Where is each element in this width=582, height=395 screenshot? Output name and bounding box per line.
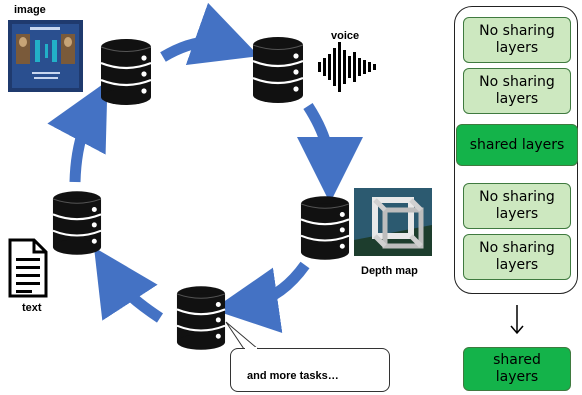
- text-label: text: [22, 302, 42, 314]
- arrow-depth-to-more: [212, 261, 310, 333]
- no-sharing-layers-box: No sharing layers: [463, 183, 571, 229]
- arrow-text-to-image: [47, 80, 108, 183]
- arrow-more-to-text: [94, 247, 164, 323]
- no-sharing-layers-box: No sharing layers: [463, 17, 571, 63]
- voice-label: voice: [331, 30, 360, 42]
- arrow-image-to-voice: [160, 2, 260, 66]
- arrow-voice-to-depth: [296, 103, 363, 203]
- document-icon: [8, 238, 48, 298]
- no-sharing-layers-box: No sharing layers: [463, 68, 571, 114]
- down-arrow-icon: [510, 305, 524, 335]
- shared-layers-output-box: shared layers: [463, 347, 571, 391]
- waveform-icon: [318, 42, 376, 92]
- image-thumbnail: [8, 20, 83, 92]
- more-tasks-label: and more tasks…: [247, 370, 339, 382]
- no-sharing-layers-box: No sharing layers: [463, 234, 571, 280]
- more-tasks-callout: [230, 348, 390, 392]
- image-label: image: [14, 4, 46, 16]
- shared-layers-box: shared layers: [456, 124, 578, 166]
- depth-map-thumbnail: [354, 188, 432, 256]
- depth-map-label: Depth map: [361, 265, 418, 277]
